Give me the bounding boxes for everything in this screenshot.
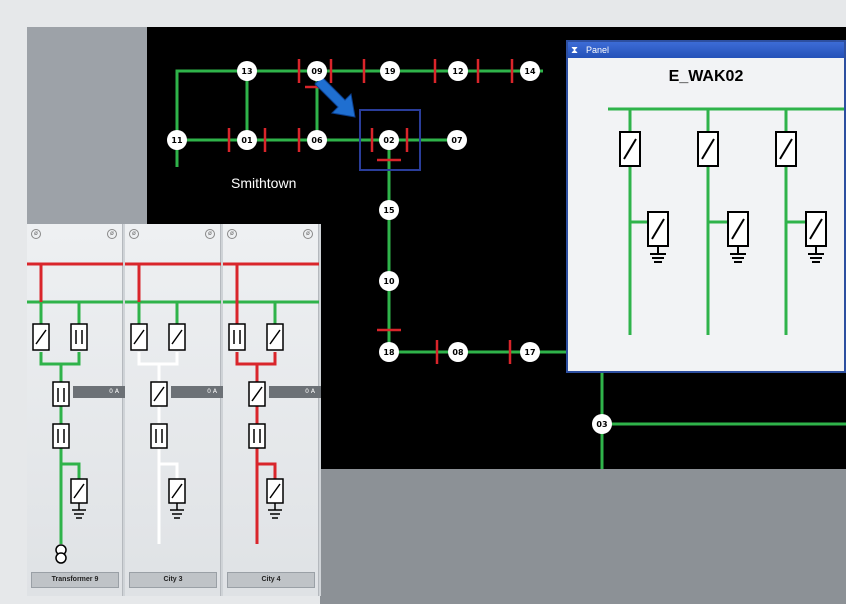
pointer-arrow-icon <box>314 76 356 118</box>
disconnector-switch[interactable] <box>619 131 641 167</box>
svg-text:08: 08 <box>452 348 464 357</box>
network-node-15[interactable]: 15 <box>379 200 399 220</box>
svg-text:10: 10 <box>383 277 395 286</box>
network-node-03[interactable]: 03 <box>592 414 612 434</box>
network-node-06[interactable]: 06 <box>307 130 327 150</box>
feeder-schematic <box>223 262 319 544</box>
svg-text:12: 12 <box>452 67 463 76</box>
svg-text:06: 06 <box>311 136 323 145</box>
feeder-schematic <box>27 262 123 564</box>
panel-titlebar[interactable]: ⧗ Panel <box>568 42 844 58</box>
svg-text:09: 09 <box>311 67 323 76</box>
current-readout: 0 A <box>73 386 125 398</box>
feeder-label[interactable]: Transformer 9 <box>31 572 119 588</box>
network-node-02[interactable]: 02 <box>379 130 399 150</box>
area-label: Smithtown <box>231 175 296 191</box>
current-readout: 0 A <box>269 386 321 398</box>
background-gray-area <box>320 469 846 604</box>
panel-schematic <box>608 107 844 335</box>
network-node-10[interactable]: 10 <box>379 271 399 291</box>
network-node-14[interactable]: 14 <box>520 61 540 81</box>
network-node-13[interactable]: 13 <box>237 61 257 81</box>
disconnector-switch[interactable] <box>805 211 827 263</box>
network-node-12[interactable]: 12 <box>448 61 468 81</box>
background-gray-area <box>27 27 147 224</box>
panel-title: Panel <box>586 45 610 55</box>
disconnector-switch[interactable] <box>775 131 797 167</box>
feeder-bay-transformer-9[interactable]: ø ø <box>27 224 125 596</box>
feeder-schematic <box>125 262 221 544</box>
svg-text:03: 03 <box>596 420 607 429</box>
svg-text:11: 11 <box>171 136 183 145</box>
panel-app-icon: ⧗ <box>571 45 579 56</box>
network-node-08[interactable]: 08 <box>448 342 468 362</box>
svg-text:14: 14 <box>524 67 536 76</box>
svg-text:17: 17 <box>524 348 535 357</box>
current-readout: 0 A <box>171 386 223 398</box>
panel-heading: E_WAK02 <box>668 68 744 85</box>
feeder-label[interactable]: City 3 <box>129 572 217 588</box>
pin-icon[interactable]: ø <box>303 229 313 239</box>
feeder-bay-city-4[interactable]: ø ø 0 A City 4 <box>223 224 321 596</box>
network-svg: 13 09 19 12 14 11 01 06 02 07 15 10 18 08 17 03 Smithto… <box>167 59 846 469</box>
pin-icon[interactable]: ø <box>129 229 139 239</box>
svg-text:02: 02 <box>383 136 394 145</box>
disconnector-switch[interactable] <box>697 131 719 167</box>
disconnector-switch[interactable] <box>647 211 669 263</box>
pin-icon[interactable]: ø <box>205 229 215 239</box>
network-node-19[interactable]: 19 <box>380 61 400 81</box>
svg-text:07: 07 <box>451 136 462 145</box>
pin-icon[interactable]: ø <box>227 229 237 239</box>
svg-text:01: 01 <box>241 136 253 145</box>
svg-text:15: 15 <box>383 206 395 215</box>
panel-window[interactable]: ⧗ Panel E_WAK02 <box>566 40 846 373</box>
network-node-09[interactable]: 09 <box>307 61 327 81</box>
network-node-07[interactable]: 07 <box>447 130 467 150</box>
network-node-17[interactable]: 17 <box>520 342 540 362</box>
network-node-11[interactable]: 11 <box>167 130 187 150</box>
network-node-01[interactable]: 01 <box>237 130 257 150</box>
selection-highlight <box>359 109 421 171</box>
pin-icon[interactable]: ø <box>107 229 117 239</box>
feeder-panels: ø ø <box>27 224 321 596</box>
network-node-18[interactable]: 18 <box>379 342 399 362</box>
svg-text:18: 18 <box>383 348 395 357</box>
feeder-label[interactable]: City 4 <box>227 572 315 588</box>
disconnector-switch[interactable] <box>727 211 749 263</box>
feeder-bay-city-3[interactable]: ø ø 0 A <box>125 224 223 596</box>
pin-icon[interactable]: ø <box>31 229 41 239</box>
svg-text:13: 13 <box>241 67 252 76</box>
svg-text:19: 19 <box>384 67 396 76</box>
